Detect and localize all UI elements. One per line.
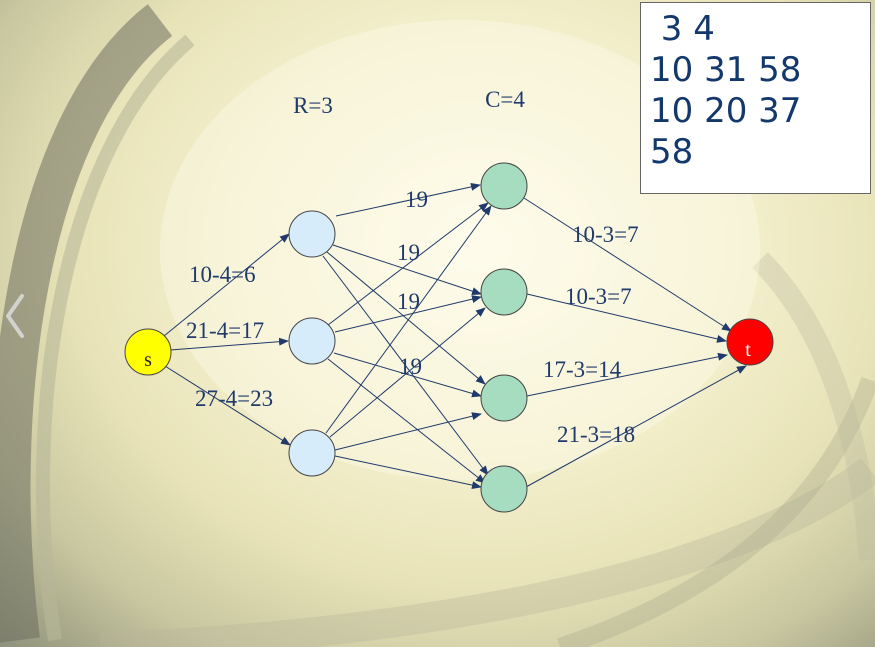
sink-edge-label-2: 10-3=7 (565, 284, 632, 309)
edge-r1-c2 (332, 244, 482, 295)
input-line-4: 58 (650, 132, 694, 172)
edge-s-r3 (164, 365, 291, 446)
edge-r2-c1 (327, 202, 489, 326)
input-line-3: 10 20 37 (650, 91, 802, 131)
edge-c4-t (525, 365, 747, 488)
edge-r3-c4 (334, 455, 482, 490)
input-line-1: 3 4 (650, 9, 715, 49)
row-node-1 (288, 210, 336, 258)
middle-edge-label-2: 19 (397, 240, 420, 265)
edge-r1-c3 (326, 251, 486, 385)
edge-s-r1 (163, 233, 290, 337)
sink-edge-label-1: 10-3=7 (572, 222, 639, 247)
source-edge-label-1: 10-4=6 (189, 262, 256, 287)
col-node-1 (480, 162, 528, 210)
source-edge-label-2: 21-4=17 (186, 318, 264, 343)
sink-edge-label-3: 17-3=14 (543, 357, 622, 382)
previous-slide-icon[interactable] (2, 290, 28, 342)
edge-r2-c4 (327, 358, 486, 484)
cols-label: C=4 (485, 87, 525, 112)
edge-r3-c3 (334, 412, 482, 451)
edge-c1-t (523, 197, 732, 332)
col-node-4 (480, 465, 528, 513)
source-node (124, 328, 172, 376)
edge-r1-c1 (335, 182, 481, 217)
middle-edge-label-4: 19 (399, 354, 422, 379)
source-node-label: s (144, 349, 152, 371)
source-edge-label-3: 27-4=23 (195, 386, 273, 411)
col-node-3 (480, 374, 528, 422)
sink-node-label: t (745, 339, 751, 361)
edge-r2-c3 (333, 352, 482, 398)
middle-edge-label-3: 19 (397, 289, 420, 314)
row-node-2 (288, 317, 336, 365)
col-node-2 (480, 268, 528, 316)
sink-node (726, 318, 774, 366)
edge-r1-c4 (322, 255, 489, 476)
row-node-3 (288, 429, 336, 477)
edge-s-r2 (169, 337, 289, 351)
edge-r3-c2 (329, 307, 486, 438)
input-data-box: 3 4 10 31 58 10 20 37 58 (640, 2, 871, 194)
input-line-2: 10 31 58 (650, 50, 802, 90)
edge-c2-t (526, 293, 727, 343)
edge-r2-c2 (334, 295, 482, 333)
edge-r3-c1 (325, 205, 492, 434)
rows-label: R=3 (293, 93, 333, 118)
sink-edge-label-4: 21-3=18 (557, 422, 635, 447)
edge-c3-t (526, 352, 728, 397)
middle-edge-label-1: 19 (405, 187, 428, 212)
